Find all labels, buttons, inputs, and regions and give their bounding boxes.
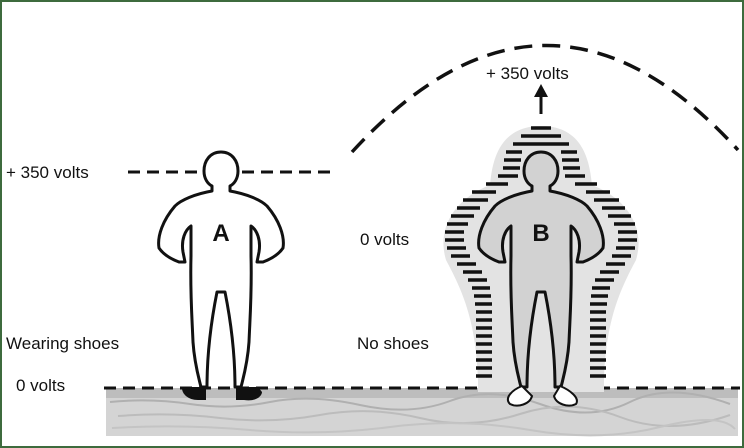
ground: [106, 388, 738, 437]
label-top-right-voltage: + 350 volts: [486, 64, 569, 83]
figure-b-arched-field-line: [350, 43, 740, 154]
figure-a: [157, 150, 285, 401]
label-ground-voltage: 0 volts: [16, 376, 65, 395]
label-figure-b-condition: No shoes: [357, 334, 429, 353]
figure-a-left-shoe: [182, 387, 206, 400]
figure-b-right-foot: [552, 384, 578, 407]
figure-b-field-hatching: [445, 126, 637, 378]
figure-b: [477, 150, 605, 407]
figure-b-letter: B: [532, 220, 549, 247]
figure-b-left-foot: [506, 384, 534, 407]
figure-a-letter: A: [212, 220, 229, 247]
figure-a-right-shoe: [236, 387, 262, 401]
label-figure-b-voltage: 0 volts: [360, 230, 409, 249]
up-arrow-icon: [534, 84, 548, 114]
label-figure-a-condition: Wearing shoes: [6, 334, 119, 353]
label-top-left-voltage: + 350 volts: [6, 163, 89, 182]
